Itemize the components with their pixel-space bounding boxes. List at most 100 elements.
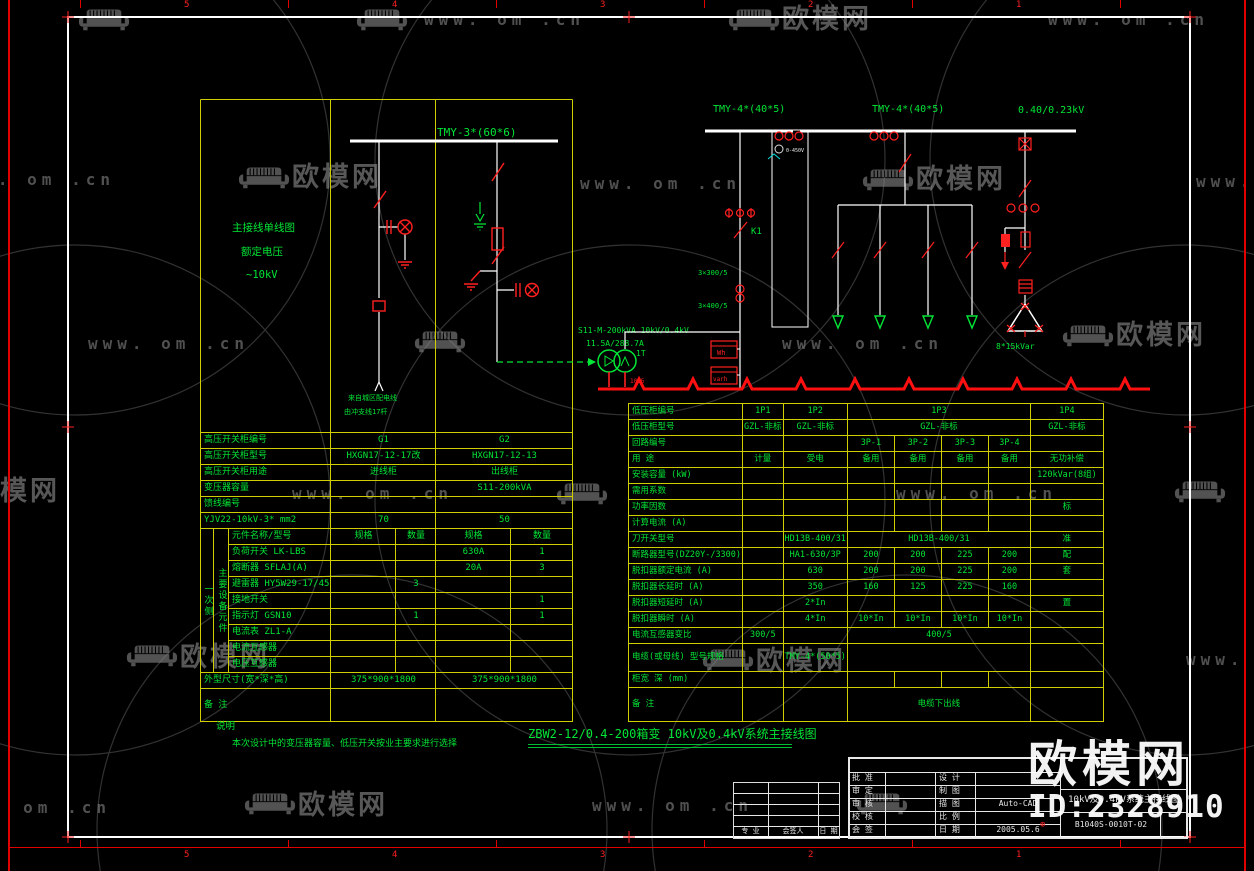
table-cell: G2 xyxy=(435,432,574,449)
table-cell: 630 xyxy=(782,563,848,580)
ground-icon xyxy=(464,283,478,291)
table-cell xyxy=(510,656,574,673)
table-row: 一次侧主要设备元件元件名称/型号规格数量规格数量 xyxy=(200,528,574,673)
table-cell: HD13B-400/31 xyxy=(782,531,848,548)
title-block-line xyxy=(768,782,769,837)
lamp-icon xyxy=(524,282,540,298)
table-cell: 10*In xyxy=(987,611,1031,628)
fuse-icon xyxy=(491,227,504,251)
table-cell xyxy=(330,688,437,722)
title-block-line xyxy=(1160,812,1161,837)
ct-icon xyxy=(728,208,752,218)
title-block-label: 会 签 xyxy=(852,825,873,834)
notes-title: 说明 xyxy=(216,721,236,732)
table-cell xyxy=(1029,687,1104,722)
zone-tick xyxy=(912,840,913,848)
title-block-label: 日 期 xyxy=(939,825,960,834)
transformer-current: 11.5A/288.7A xyxy=(586,339,644,348)
table-cell: 3P-3 xyxy=(940,435,989,452)
zone-number: 1 xyxy=(1016,0,1022,10)
table-cell: G1 xyxy=(330,432,437,449)
table-cell: 1 xyxy=(510,592,574,609)
table-cell xyxy=(742,671,784,688)
table-cell: 功率因数 xyxy=(627,499,744,516)
brand-watermark-text: 欧模网 xyxy=(0,476,60,507)
title-block-line xyxy=(733,826,839,827)
table-cell: HXGN17-12-17改 xyxy=(330,448,437,465)
contactor-label: K1 xyxy=(751,227,762,237)
load-arrow-icon xyxy=(831,315,845,330)
table-cell: 电流互感器变比 xyxy=(627,627,744,644)
sofa-watermark-icon xyxy=(728,6,780,32)
zone-tick xyxy=(496,0,497,8)
table-cell: 出线柜 xyxy=(435,464,574,481)
border-line-left xyxy=(8,0,10,871)
table-row: 安装容量 (kW)120kVar(8组) xyxy=(627,467,1104,484)
breaker-icon xyxy=(831,241,845,259)
table-cell: HA1-630/3P xyxy=(782,547,848,564)
table-cell xyxy=(987,515,1031,532)
switch-icon xyxy=(1018,251,1032,269)
zone-number: 3 xyxy=(600,0,606,10)
incoming-note-2: 由冲支线17杆 xyxy=(344,407,387,416)
zone-tick xyxy=(288,0,289,8)
ammeter-icon xyxy=(774,131,784,141)
sign-table xyxy=(733,782,840,839)
table-cell xyxy=(846,499,895,516)
table-cell xyxy=(395,544,437,561)
table-cell xyxy=(987,499,1031,516)
sofa-watermark-icon xyxy=(1174,478,1226,504)
table-cell: 电压互感器 xyxy=(227,656,332,673)
table-cell: 1 xyxy=(395,608,437,625)
table-cell xyxy=(987,671,1031,688)
table-cell xyxy=(782,467,848,484)
table-row: 需用系数 xyxy=(627,483,1104,500)
table-cell: 负荷开关 LK-LBS xyxy=(227,544,332,561)
title-block-line xyxy=(1060,789,1188,790)
table-cell xyxy=(1029,627,1104,644)
table-cell: 受电 xyxy=(782,451,848,468)
table-cell xyxy=(940,483,989,500)
table-cell: 200 xyxy=(987,563,1031,580)
url-watermark-text: www. om .cn xyxy=(0,170,115,189)
table-cell: 备用 xyxy=(846,451,895,468)
table-cell xyxy=(510,576,574,593)
zone-number: 2 xyxy=(808,850,814,860)
table-cell: 电流表 ZL1-A xyxy=(227,624,332,641)
title-block-line xyxy=(848,772,1060,773)
table-cell: GZL-非标 xyxy=(1029,419,1104,436)
table-row: 馈线编号 xyxy=(199,496,574,513)
ct1-label: 3×300/5 xyxy=(698,269,728,277)
switch-icon xyxy=(1018,179,1032,198)
table-cell: 1P1 xyxy=(742,403,784,420)
table-cell xyxy=(846,515,895,532)
title-block-line xyxy=(848,785,1060,786)
title-block-line xyxy=(1060,812,1188,813)
sofa-watermark-icon xyxy=(238,164,290,190)
border-line-bottom xyxy=(8,847,1245,848)
table-cell: 1 xyxy=(510,608,574,625)
sheet-title: ZBW2-12/0.4-200箱变 10kV及0.4kV系统主接线图 xyxy=(528,727,817,741)
table-cell: 375*900*1800 xyxy=(330,672,437,689)
table-cell xyxy=(893,595,942,612)
title-block-label: 批 准 xyxy=(852,773,873,782)
table-cell: 350 xyxy=(782,579,848,596)
zone-number: 5 xyxy=(184,0,190,10)
table-cell xyxy=(742,499,784,516)
table-cell xyxy=(940,467,989,484)
url-watermark-text: www. om .cn xyxy=(1186,650,1254,669)
drawing-title: 10kV及0.4kV系统主接线图 xyxy=(1068,795,1180,805)
discharge-arrow-icon xyxy=(1001,262,1009,270)
registration-marks-icon xyxy=(62,11,1196,843)
table-cell xyxy=(742,687,784,722)
table-cell xyxy=(742,467,784,484)
zone-number: 4 xyxy=(392,0,398,10)
table-cell: 低压柜型号 xyxy=(627,419,744,436)
capacitor-icon xyxy=(386,220,392,234)
table-row: 计算电流 (A) xyxy=(627,515,1104,532)
table-cell xyxy=(330,560,397,577)
